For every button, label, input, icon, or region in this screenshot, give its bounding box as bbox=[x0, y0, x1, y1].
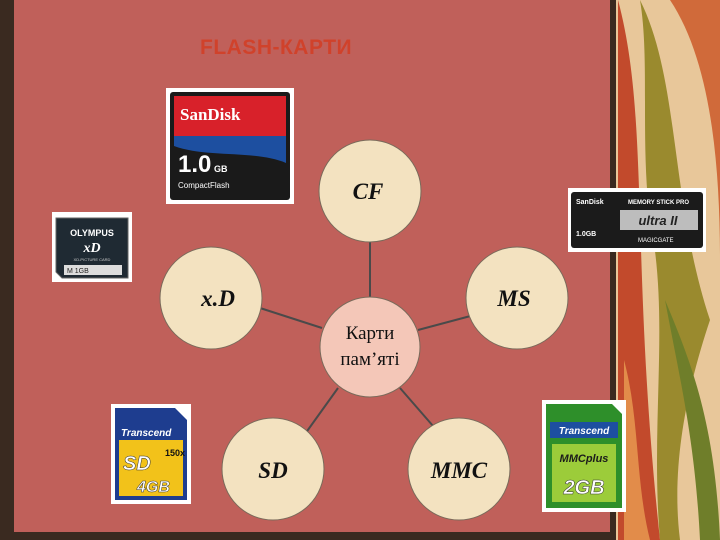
mmc-card-image: Transcend MMCplus 2GB bbox=[542, 400, 626, 512]
decorative-right-panel bbox=[610, 0, 720, 540]
sd-speed: 150x bbox=[165, 448, 185, 458]
node-xd bbox=[159, 246, 263, 350]
connector-sd bbox=[304, 387, 339, 435]
node-sd bbox=[221, 417, 325, 521]
node-cf-label: CF bbox=[353, 179, 384, 204]
node-ms-label: MS bbox=[496, 286, 530, 311]
memory-stick-card-image: SanDisk MEMORY STICK PRO ultra II 1.0GB … bbox=[568, 188, 706, 252]
mmc-brand: Transcend bbox=[559, 426, 610, 437]
center-node-line2: пам’яті bbox=[340, 349, 399, 370]
ms-gate: MAGICGATE bbox=[638, 238, 674, 244]
cf-capacity: 1.0 bbox=[178, 151, 211, 178]
sd-brand: Transcend bbox=[121, 428, 172, 439]
bottom-frame bbox=[0, 532, 720, 540]
ms-sub: ultra II bbox=[638, 213, 677, 228]
cf-brand: SanDisk bbox=[180, 105, 241, 124]
ms-brand: SanDisk bbox=[576, 199, 604, 206]
xd-logo: xD bbox=[82, 241, 100, 256]
sd-capacity: 4GB bbox=[136, 479, 170, 496]
slide-title: FLASH-КАРТИ bbox=[200, 36, 353, 59]
xd-label: M 1GB bbox=[67, 268, 89, 275]
cf-unit: GB bbox=[214, 164, 228, 174]
mmc-capacity: 2GB bbox=[562, 477, 604, 499]
node-sd-label: SD bbox=[258, 458, 288, 483]
mmc-logo: MMCplus bbox=[560, 453, 609, 465]
node-mmc bbox=[407, 417, 511, 521]
xd-sub: XD-PICTURE CARD bbox=[74, 257, 111, 262]
center-node bbox=[319, 296, 421, 398]
sd-card-image: Transcend SD 150x 4GB bbox=[111, 404, 191, 504]
compactflash-card-image: SanDisk 1.0 GB CompactFlash bbox=[166, 88, 294, 204]
ms-capacity: 1.0GB bbox=[576, 231, 596, 238]
xd-brand: OLYMPUS bbox=[70, 228, 114, 238]
node-ms bbox=[465, 246, 569, 350]
sd-logo: SD bbox=[123, 453, 151, 475]
connector-xd bbox=[259, 307, 323, 329]
ms-line: MEMORY STICK PRO bbox=[628, 200, 689, 206]
xd-card-image: OLYMPUS xD XD-PICTURE CARD M 1GB bbox=[52, 212, 132, 282]
center-node-line1: Карти bbox=[346, 323, 395, 344]
left-frame bbox=[0, 0, 14, 540]
node-mmc-label: MMC bbox=[430, 458, 488, 483]
node-cf bbox=[318, 139, 422, 243]
cf-product: CompactFlash bbox=[178, 181, 230, 190]
connector-ms bbox=[417, 313, 479, 331]
node-xd-label: x.D bbox=[200, 286, 235, 311]
